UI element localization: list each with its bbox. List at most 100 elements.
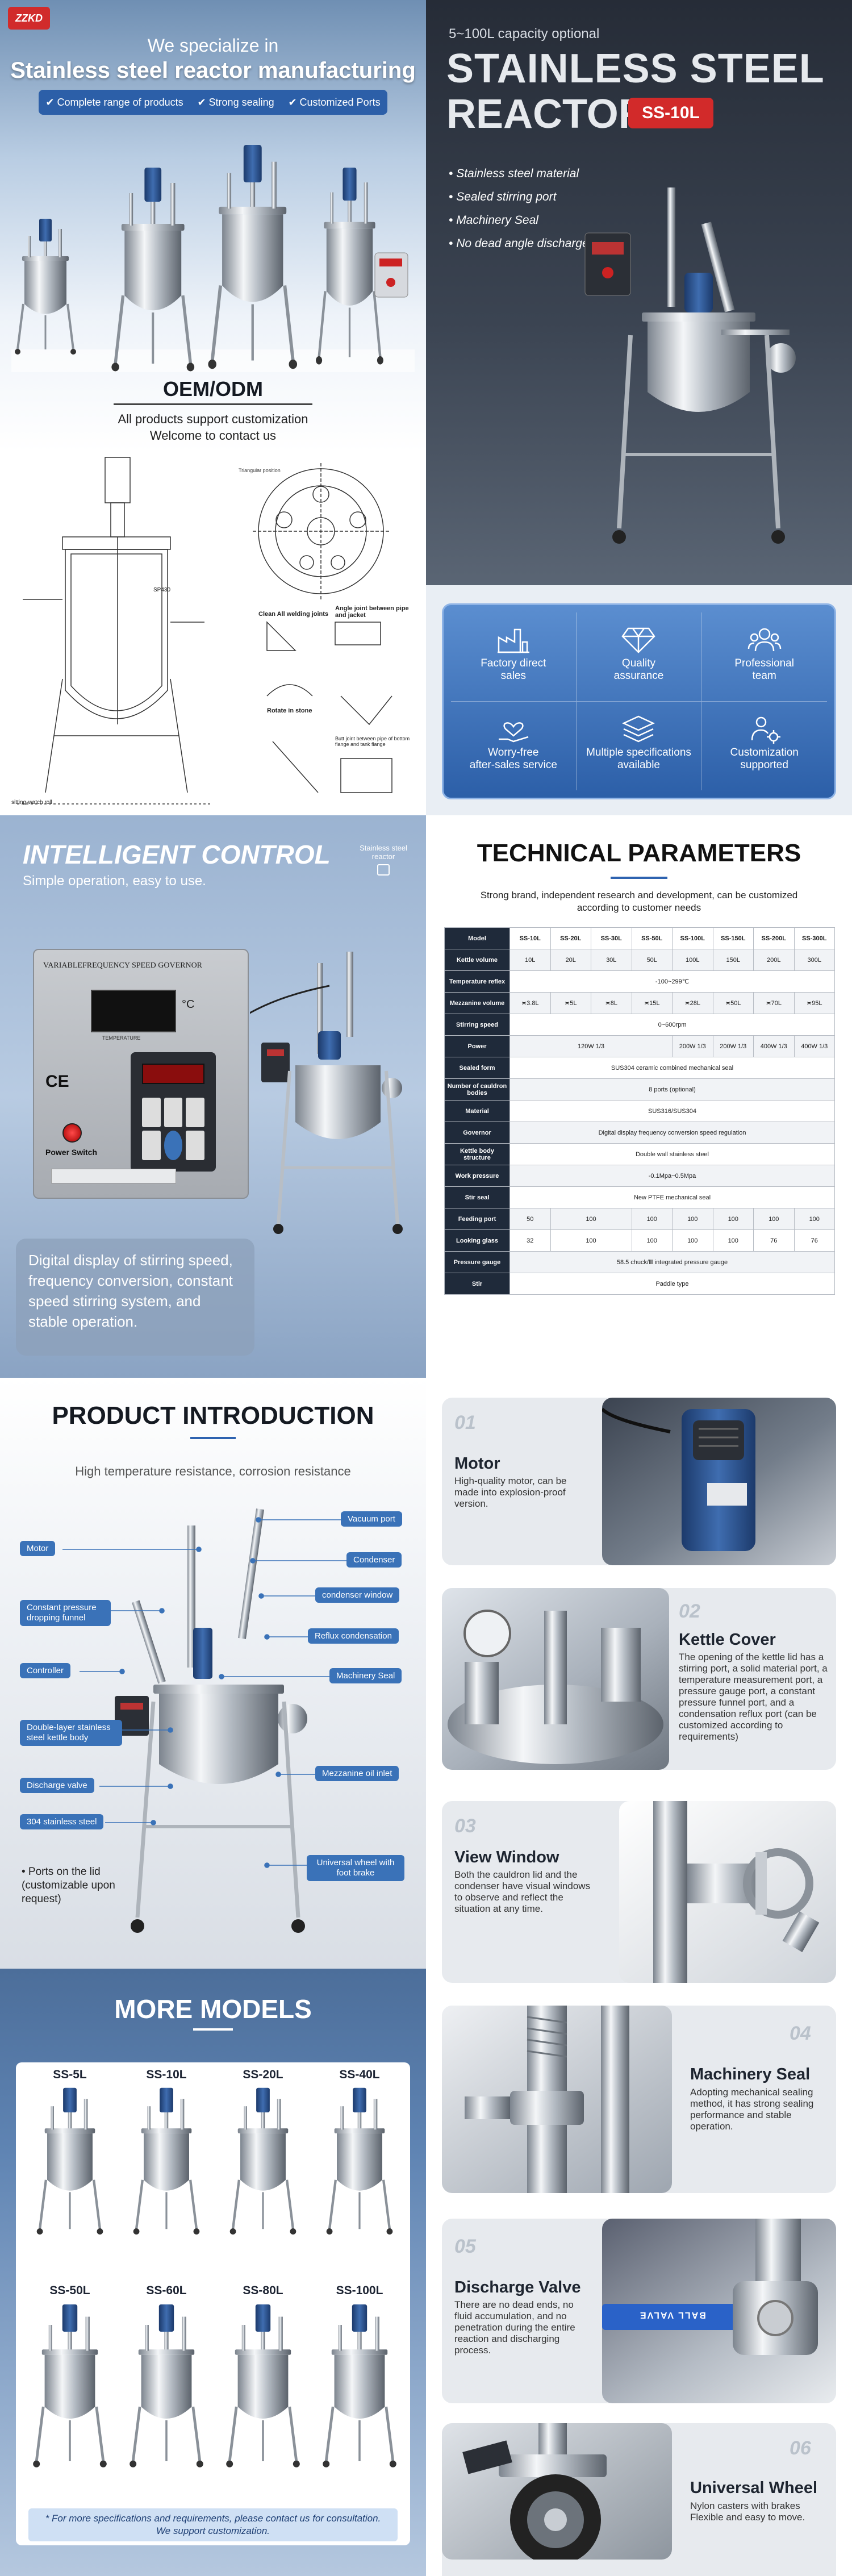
advantage-customization: Customization supported: [701, 702, 827, 791]
advantages-panel: Factory direct sales Quality assurance P…: [426, 585, 852, 815]
motor-photo: [602, 1398, 836, 1565]
model-card[interactable]: SS-10L: [118, 2068, 215, 2256]
intro-reactor-image: [115, 1508, 307, 1933]
hero-right-title-line2: REACTOR: [446, 91, 648, 137]
param-cell: SS-30L: [591, 927, 632, 949]
temp-label: TEMPERATURE: [102, 1035, 141, 1041]
badge-ports: ✔ Customized Ports: [288, 96, 381, 108]
param-cell: New PTFE mechanical seal: [509, 1186, 835, 1208]
factory-icon: [497, 628, 529, 653]
ball-valve-label: BALL VALVE: [639, 2310, 706, 2320]
drawing-label: Clean All welding joints: [258, 611, 329, 618]
param-cell: Paddle type: [509, 1273, 835, 1295]
model-card[interactable]: SS-40L: [311, 2068, 408, 2256]
label-leader-lines: [62, 1517, 346, 1868]
advantage-line: available: [617, 758, 660, 771]
diamond-icon: [621, 627, 656, 653]
param-cell: 200W 1/3: [712, 1035, 754, 1057]
universal-wheel-photo: [442, 2423, 672, 2560]
models-note-box: * For more specifications and requiremen…: [28, 2508, 398, 2541]
engineering-drawing: [17, 457, 392, 805]
advantage-quality: Quality assurance: [576, 612, 702, 702]
controller-keypad[interactable]: [142, 1098, 204, 1160]
oem-line1: All products support customization: [118, 412, 308, 426]
param-cell: Digital display frequency conversion spe…: [509, 1122, 835, 1144]
hero-left-title-line1: We specialize in: [147, 35, 279, 56]
model-card[interactable]: SS-100L: [311, 2284, 408, 2471]
param-cell: 300L: [793, 949, 835, 971]
feature-details-panel: 01 Motor High-quality motor, can be made…: [426, 1378, 852, 2576]
param-cell: -100~299℃: [509, 970, 835, 993]
model-card[interactable]: SS-80L: [215, 2284, 311, 2471]
feature-item: • No dead angle discharge valve: [449, 237, 620, 250]
feature-title: Kettle Cover: [679, 1631, 776, 1649]
drawing-label: sitting-watch roll: [11, 799, 52, 806]
param-cell: 400W 1/3: [753, 1035, 795, 1057]
model-card[interactable]: SS-5L: [22, 2068, 118, 2256]
advantages-grid: Factory direct sales Quality assurance P…: [451, 612, 827, 790]
table-row: Mezzanine volume≍3.8L≍5L≍8L≍15L≍28L≍50L≍…: [444, 992, 835, 1014]
label-motor: Motor: [20, 1541, 56, 1556]
param-cell: 100: [672, 1229, 713, 1252]
param-cell: 50: [509, 1208, 551, 1230]
param-cell: ≍70L: [753, 992, 795, 1014]
label-machinery-seal: Machinery Seal: [329, 1668, 402, 1683]
drawing-label: Angle joint between pipe and jacket: [335, 605, 409, 619]
oem-line2: Welcome to contact us: [149, 428, 277, 443]
power-switch-button[interactable]: [62, 1123, 82, 1143]
model-card[interactable]: SS-20L: [215, 2068, 311, 2256]
param-cell: 200L: [753, 949, 795, 971]
product-intro-panel: PRODUCT INTRODUCTION High temperature re…: [0, 1378, 426, 1969]
param-cell: SS-100L: [672, 927, 713, 949]
tech-title: TECHNICAL PARAMETERS: [477, 839, 801, 867]
control-tag: Stainless steel reactor: [352, 844, 415, 876]
model-badge: SS-10L: [628, 98, 713, 128]
param-label: Looking glass: [444, 1229, 510, 1252]
advantage-line: team: [752, 670, 776, 682]
param-cell: 100: [631, 1208, 673, 1230]
control-title: INTELLIGENT CONTROL: [23, 840, 331, 869]
feature-number: 03: [454, 1815, 476, 1837]
feature-title: Machinery Seal: [690, 2065, 811, 2083]
advantage-specs: Multiple specifications available: [577, 701, 702, 790]
model-image: [121, 2298, 212, 2468]
oem-title: OEM/ODM: [163, 377, 263, 401]
param-label: Feeding port: [444, 1208, 510, 1230]
param-cell: -0.1Mpa~0.5Mpa: [509, 1165, 835, 1187]
speed-display: [142, 1064, 204, 1084]
brand-logo[interactable]: ZZKD: [8, 7, 50, 30]
model-card[interactable]: SS-60L: [118, 2284, 215, 2471]
param-cell: SS-300L: [793, 927, 835, 949]
control-desc-box: [16, 1239, 254, 1356]
advantage-line: Professional: [734, 657, 794, 669]
feature-desc: Both the cauldron lid and the condenser …: [454, 1869, 591, 1914]
feature-item: • Machinery Seal: [449, 214, 538, 227]
speed-controller: [131, 1052, 216, 1172]
heart-hand-icon: [498, 722, 529, 742]
control-panel: INTELLIGENT CONTROL Simple operation, ea…: [0, 815, 426, 1378]
label-reflux: Reflux condensation: [308, 1628, 399, 1644]
lid-ports-note: • Ports on the lid (customizable upon re…: [22, 1866, 115, 1905]
feature-desc: High-quality motor, can be made into exp…: [454, 1475, 567, 1509]
param-cell: 100: [793, 1208, 835, 1230]
param-label: Work pressure: [444, 1165, 510, 1187]
models-note-line: We support customization.: [156, 2525, 270, 2536]
advantage-line: assurance: [613, 670, 664, 682]
param-cell: 8 ports (optional): [509, 1078, 835, 1101]
capacity-text: 5~100L capacity optional: [449, 26, 600, 41]
tech-underline: [611, 877, 667, 879]
drawing-label: SP430: [153, 587, 171, 593]
param-label: Stir: [444, 1273, 510, 1295]
intro-underline: [190, 1437, 236, 1439]
model-card[interactable]: SS-50L: [22, 2284, 118, 2471]
